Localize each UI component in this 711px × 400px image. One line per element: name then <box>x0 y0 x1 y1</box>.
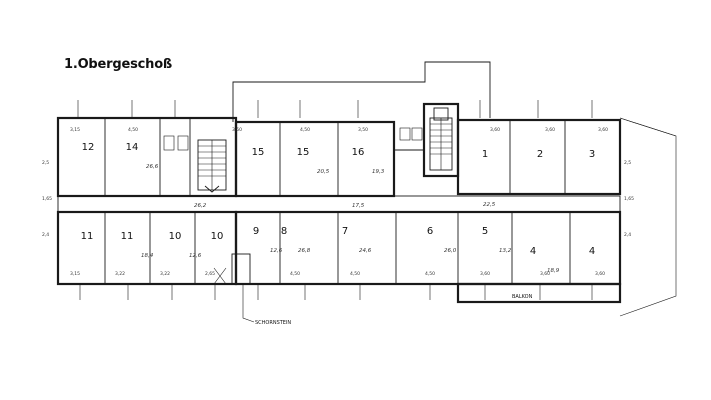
room-number: 3 <box>589 149 595 160</box>
corridor-area-3: 22,5 <box>483 202 496 208</box>
room-area: 18,4 <box>141 253 154 259</box>
dimension-label-left: 2,4 <box>42 232 49 238</box>
room-area: 26,0 <box>444 248 457 254</box>
room-number: 11 <box>81 231 94 242</box>
room-area: 26,6 <box>146 164 159 170</box>
dimension-label-right: 2,5 <box>624 160 631 166</box>
room-number: 11 <box>121 231 134 242</box>
dimension-label-bottom: 3,15 <box>70 271 80 277</box>
dimension-label-bottom: 3,60 <box>540 271 550 277</box>
dimension-label-right: 2,4 <box>624 232 631 238</box>
room-number: 7 <box>342 226 348 237</box>
upper-outline <box>232 61 677 317</box>
dimension-label-left: 1,65 <box>42 196 52 202</box>
dimension-label-left: 2,5 <box>42 160 49 166</box>
room-number: 6 <box>427 226 433 237</box>
room-number: 8 <box>281 226 287 237</box>
dimension-label-top: 3,60 <box>545 127 555 133</box>
dimension-label-top: 3,60 <box>490 127 500 133</box>
room-number: 4 <box>589 246 595 257</box>
dimension-label-bottom: 3,22 <box>160 271 170 277</box>
dimension-label-bottom: 4,50 <box>290 271 300 277</box>
dimension-label-top: 3,50 <box>358 127 368 133</box>
room-number: 9 <box>253 226 259 237</box>
room-number: 10 <box>169 231 182 242</box>
room-number: 16 <box>352 147 365 158</box>
balcony-label: BALKON <box>512 294 533 300</box>
dimension-label-right: 1,65 <box>624 196 634 202</box>
dimension-label-bottom: 3,60 <box>595 271 605 277</box>
dimension-label-bottom: 2,65 <box>205 271 215 277</box>
room-area: 18,9 <box>547 268 560 274</box>
room-number: 15 <box>297 147 310 158</box>
chimney-callout: SCHORNSTEIN <box>242 284 291 326</box>
dimension-label-top: 3,50 <box>232 127 242 133</box>
room-area: 13,2 <box>499 248 512 254</box>
room-number: 15 <box>252 147 265 158</box>
dimension-label-bottom: 3,22 <box>115 271 125 277</box>
dimension-label-bottom: 4,50 <box>425 271 435 277</box>
dimension-label-bottom: 3,60 <box>480 271 490 277</box>
room-number: 5 <box>482 226 488 237</box>
room-area: 24,6 <box>359 248 372 254</box>
room-number: 1 <box>482 149 488 160</box>
room-number: 10 <box>211 231 224 242</box>
dimension-label-top: 3,15 <box>70 127 80 133</box>
outer-walls <box>56 116 622 286</box>
room-area: 12,6 <box>189 253 202 259</box>
stairwell-right <box>422 102 460 178</box>
corridor-area-1: 26,2 <box>194 203 207 209</box>
room-number: 12 <box>82 142 95 153</box>
room-area: 26,8 <box>298 248 311 254</box>
stairwell-left <box>197 139 227 193</box>
room-area: 12,6 <box>270 248 283 254</box>
chimney-label: SCHORNSTEIN <box>255 320 291 326</box>
room-number: 4 <box>530 246 536 257</box>
balcony: BALKON <box>456 282 622 304</box>
dimension-label-top: 3,60 <box>598 127 608 133</box>
dimension-label-top: 4,50 <box>300 127 310 133</box>
page-title: 1.Obergeschoß <box>64 57 173 72</box>
top-partitions <box>104 118 566 196</box>
dimension-label-bottom: 4,50 <box>350 271 360 277</box>
dimension-label-top: 4,50 <box>128 127 138 133</box>
room-area: 20,5 <box>317 169 330 175</box>
room-number: 14 <box>126 142 139 153</box>
room-area: 19,3 <box>372 169 385 175</box>
dimension-ticks: 3,15 4,50 3,50 4,50 3,50 3,60 3,60 3,60 3,15 3,22… <box>42 100 634 300</box>
corridor-area-2: 17,5 <box>352 203 365 209</box>
bottom-partitions <box>104 212 571 285</box>
room-number: 2 <box>537 149 543 160</box>
